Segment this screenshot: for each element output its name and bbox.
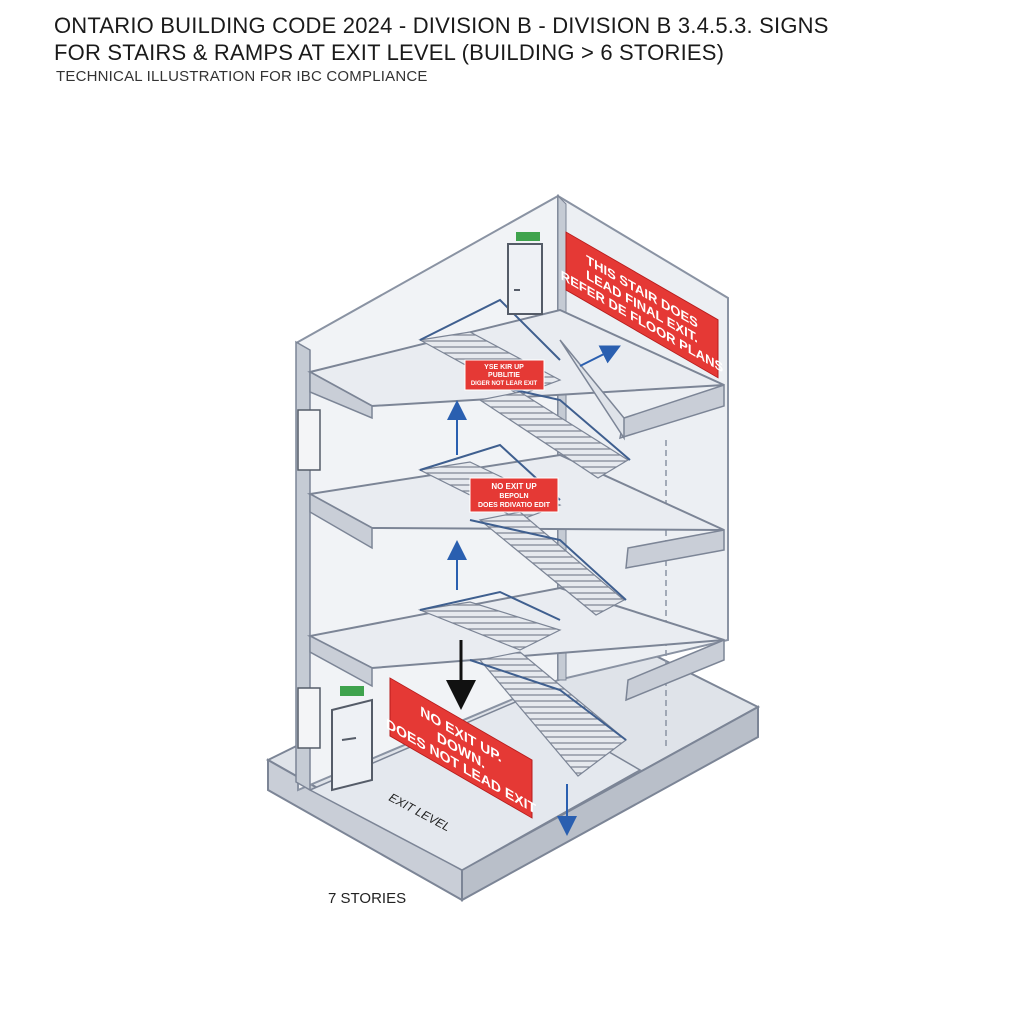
exit-sign-icon — [340, 686, 364, 696]
title-line-2: FOR STAIRS & RAMPS AT EXIT LEVEL (BUILDI… — [54, 40, 725, 65]
upper-stair-door — [507, 232, 543, 315]
sign-upper-landing: YSE KIR UP PUBLITIE DIGER NOT LEAR EXIT — [464, 359, 545, 391]
svg-text:DIGER NOT LEAR EXIT: DIGER NOT LEAR EXIT — [471, 381, 538, 387]
exit-sign-icon — [516, 232, 540, 241]
stair-flight-lower — [417, 590, 627, 777]
svg-text:YSE KIR UP: YSE KIR UP — [484, 364, 524, 371]
side-wall-vents — [297, 409, 321, 749]
page-title: ONTARIO BUILDING CODE 2024 - DIVISION B … — [54, 12, 954, 66]
page-subtitle: TECHNICAL ILLUSTRATION FOR IBC COMPLIANC… — [56, 68, 428, 85]
title-line-1: ONTARIO BUILDING CODE 2024 - DIVISION B … — [54, 13, 829, 38]
stories-label: 7 STORIES — [328, 890, 407, 907]
svg-text:NO EXIT UP: NO EXIT UP — [491, 482, 537, 491]
svg-text:PUBLITIE: PUBLITIE — [488, 372, 520, 379]
svg-text:BEPOLN: BEPOLN — [499, 493, 528, 500]
exit-level-door — [331, 686, 373, 792]
sign-middle-landing: NO EXIT UP BEPOLN DOES RDIVATIO EDIT — [469, 477, 559, 513]
arrow-up-icon — [579, 345, 621, 367]
svg-text:DOES RDIVATIO EDIT: DOES RDIVATIO EDIT — [478, 502, 551, 509]
